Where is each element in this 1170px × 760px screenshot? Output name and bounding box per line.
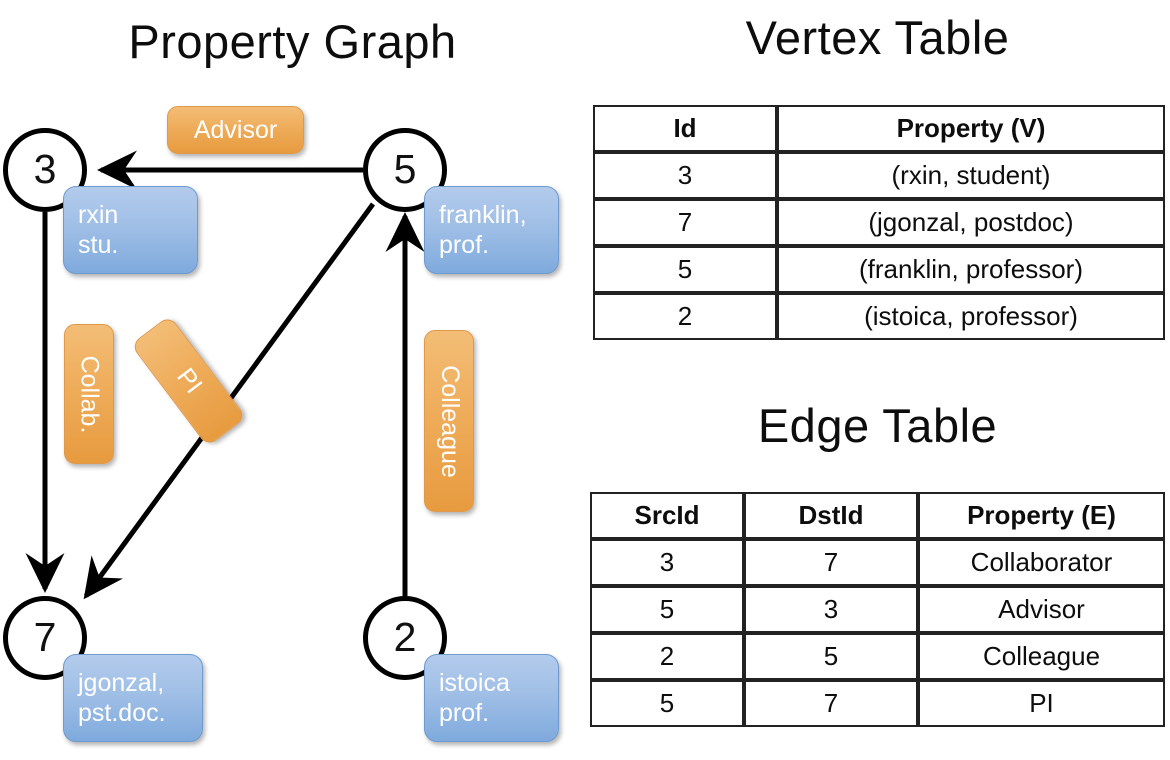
edge-table-col-srcid: SrcId: [590, 492, 744, 539]
edge-label-collab[interactable]: Collab.: [64, 324, 114, 464]
property-graph-diagram: 3 5 7 2 rxin stu. franklin, prof. jgonza…: [3, 106, 559, 742]
edge-label-advisor[interactable]: Advisor: [167, 106, 304, 154]
vertex-row-3-property: (istoica, professor): [777, 293, 1165, 340]
graph-node-7-property-line2: pst.doc.: [78, 699, 166, 727]
graph-node-3-property-line2: stu.: [78, 231, 119, 259]
graph-node-3-label: 3: [33, 145, 57, 192]
graph-node-7-property-line1: jgonzal,: [78, 668, 165, 697]
edge-row-1-dst: 3: [744, 586, 918, 633]
page-title-property-graph: Property Graph: [128, 15, 457, 68]
edge-table-col-dstid: DstId: [744, 492, 918, 539]
vertex-table-header-row: Id Property (V): [593, 105, 1165, 152]
graph-node-7-property-box[interactable]: jgonzal, pst.doc.: [63, 654, 203, 742]
table-row: 2 (istoica, professor): [593, 293, 1165, 340]
edge-label-advisor-text: Advisor: [193, 115, 278, 144]
edge-row-3-property: PI: [918, 680, 1165, 727]
table-row: 3 7 Collaborator: [590, 539, 1165, 586]
vertex-row-2-property: (franklin, professor): [777, 246, 1165, 293]
vertex-row-3-id: 2: [593, 293, 777, 340]
edge-table: SrcId DstId Property (E) 3 7 Collaborato…: [590, 492, 1165, 727]
vertex-row-2-id: 5: [593, 246, 777, 293]
edge-table-col-property: Property (E): [918, 492, 1165, 539]
page-title-edge-table: Edge Table: [757, 399, 998, 452]
page-title-vertex-table: Vertex Table: [745, 11, 1010, 64]
graph-node-7-label: 7: [33, 613, 57, 660]
vertex-table: Id Property (V) 3 (rxin, student) 7 (jgo…: [593, 105, 1165, 340]
edge-row-2-dst: 5: [744, 633, 918, 680]
edge-row-0-property: Collaborator: [918, 539, 1165, 586]
edge-label-colleague[interactable]: Colleague: [424, 330, 474, 512]
graph-node-2[interactable]: 2: [363, 596, 447, 680]
edge-label-pi-text: PI: [170, 362, 208, 399]
edge-row-0-src: 3: [590, 539, 744, 586]
edge-row-3-src: 5: [590, 680, 744, 727]
graph-node-5[interactable]: 5: [363, 128, 447, 212]
graph-node-3-property-line1: rxin: [78, 200, 119, 229]
edge-row-2-property: Colleague: [918, 633, 1165, 680]
vertex-row-0-property: (rxin, student): [777, 152, 1165, 199]
edge-row-0-dst: 7: [744, 539, 918, 586]
edge-row-3-dst: 7: [744, 680, 918, 727]
table-row: 3 (rxin, student): [593, 152, 1165, 199]
graph-node-5-property-line2: prof.: [439, 231, 490, 259]
edge-table-header-row: SrcId DstId Property (E): [590, 492, 1165, 539]
table-row: 7 (jgonzal, postdoc): [593, 199, 1165, 246]
edge-row-1-property: Advisor: [918, 586, 1165, 633]
graph-node-2-property-box[interactable]: istoica prof.: [424, 654, 559, 742]
vertex-row-0-id: 3: [593, 152, 777, 199]
table-row: 5 (franklin, professor): [593, 246, 1165, 293]
table-row: 5 3 Advisor: [590, 586, 1165, 633]
graph-node-5-property-line1: franklin,: [439, 200, 527, 229]
graph-node-3-property-box[interactable]: rxin stu.: [63, 186, 198, 274]
graph-node-2-property-line1: istoica: [439, 668, 510, 697]
graph-node-2-label: 2: [393, 613, 417, 660]
edge-label-colleague-text: Colleague: [435, 364, 464, 478]
edge-row-1-src: 5: [590, 586, 744, 633]
edge-label-collab-text: Collab.: [75, 355, 104, 433]
vertex-row-1-id: 7: [593, 199, 777, 246]
table-row: 5 7 PI: [590, 680, 1165, 727]
vertex-table-col-id: Id: [593, 105, 777, 152]
graph-node-5-property-box[interactable]: franklin, prof.: [424, 186, 559, 274]
graph-node-5-label: 5: [393, 145, 417, 192]
vertex-row-1-property: (jgonzal, postdoc): [777, 199, 1165, 246]
graph-node-2-property-line2: prof.: [439, 699, 490, 727]
table-row: 2 5 Colleague: [590, 633, 1165, 680]
vertex-table-col-property: Property (V): [777, 105, 1165, 152]
edge-row-2-src: 2: [590, 633, 744, 680]
